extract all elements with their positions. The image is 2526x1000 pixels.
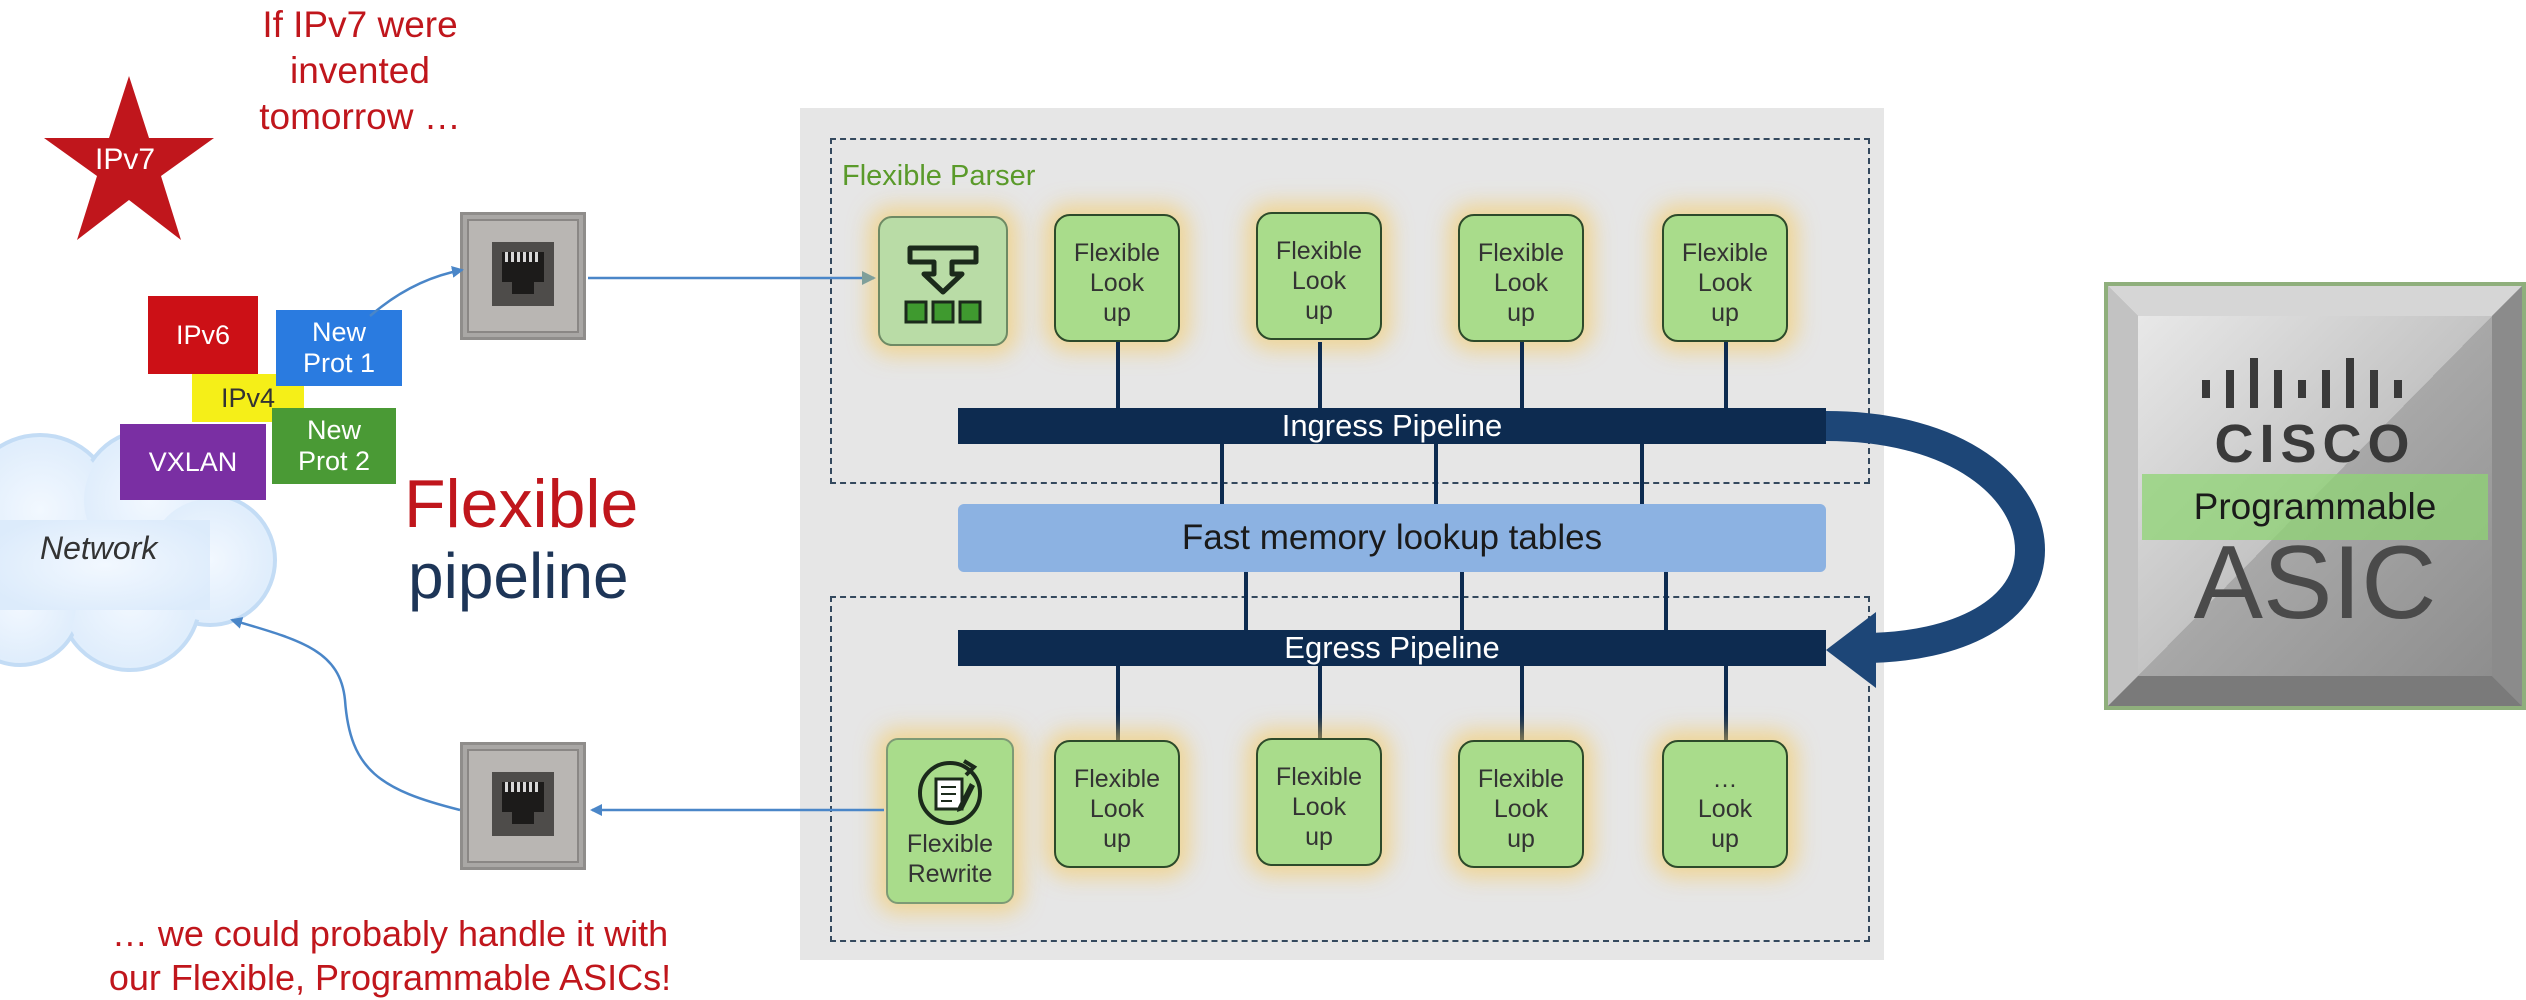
ethernet-port-icon	[467, 749, 579, 863]
connector-line	[1434, 444, 1438, 504]
ingress-port	[460, 212, 586, 340]
connector-line	[1664, 572, 1668, 630]
connector-line	[1244, 572, 1248, 630]
ipv7-star	[44, 76, 214, 240]
egress-pipeline-bar: Egress Pipeline	[958, 630, 1826, 666]
programmable-label: Programmable	[2193, 486, 2437, 527]
connector-line	[1116, 342, 1120, 408]
flexible-parser-label: Flexible Parser	[842, 160, 1036, 192]
cisco-asic-chip: CISCO Programmable ASIC	[2104, 282, 2526, 710]
ingress-dashed-box	[830, 138, 1870, 484]
connector-line	[1640, 444, 1644, 504]
ipv7-caption: If IPv7 were invented tomorrow …	[259, 4, 461, 137]
protocol-vxlan: VXLAN	[120, 424, 266, 500]
flexible-parser-box	[878, 216, 1008, 346]
connector-line	[1220, 444, 1224, 504]
ipv7-star-label: IPv7	[94, 143, 156, 176]
flexible-word: Flexible	[404, 466, 639, 542]
connector-line	[1460, 572, 1464, 630]
connector-line	[1520, 342, 1524, 408]
fast-memory-lookup-tables: Fast memory lookup tables	[958, 504, 1826, 572]
protocol-ipv6: IPv6	[148, 296, 258, 374]
connector-line	[1116, 666, 1120, 740]
connector-line	[1318, 666, 1322, 740]
protocol-new-prot-2: New Prot 2	[272, 408, 396, 484]
ethernet-port-icon	[467, 219, 579, 333]
connector-line	[1520, 666, 1524, 740]
parser-icon	[904, 245, 982, 324]
rewrite-icon	[918, 759, 982, 825]
asic-label: ASIC	[2193, 525, 2437, 641]
connector-line	[1724, 666, 1728, 740]
egress-dashed-box	[830, 596, 1870, 942]
connector-line	[1318, 342, 1322, 408]
pipeline-word: pipeline	[408, 540, 629, 612]
asic-chip-icon	[2104, 282, 2526, 710]
connector-line	[1724, 342, 1728, 408]
egress-port	[460, 742, 586, 870]
flexible-rewrite-box: Flexible Rewrite	[886, 738, 1014, 904]
network-label: Network	[40, 530, 158, 566]
network-cloud-icon	[0, 428, 277, 672]
ingress-pipeline-bar: Ingress Pipeline	[958, 408, 1826, 444]
bottom-caption: … we could probably handle it with our F…	[108, 913, 672, 998]
protocol-new-prot-1: New Prot 1	[276, 310, 402, 386]
cisco-logo-icon	[2202, 358, 2402, 408]
cisco-brand: CISCO	[2214, 414, 2416, 474]
